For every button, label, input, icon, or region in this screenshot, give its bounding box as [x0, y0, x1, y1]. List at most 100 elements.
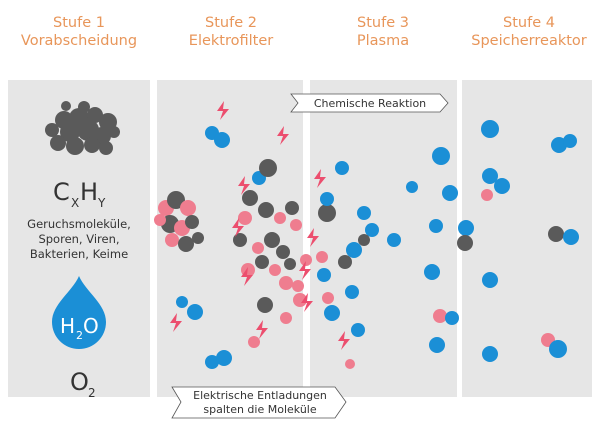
- molecule-dark: [264, 232, 280, 248]
- lightning-bolt-icon: [338, 331, 350, 350]
- lightning-bolt-icon: [301, 293, 313, 312]
- molecule-pink: [238, 211, 252, 225]
- molecule-dark: [457, 235, 473, 251]
- description-line-2: Sporen, Viren,: [38, 232, 119, 246]
- molecule-dark: [167, 191, 185, 209]
- callout-discharge-line-2: spalten die Moleküle: [203, 403, 316, 416]
- callout-electric-discharge: Elektrische Entladungen spalten die Mole…: [171, 386, 347, 419]
- molecule-pink: [269, 264, 281, 276]
- h2o-o: O: [83, 314, 99, 338]
- cxhy-y: Y: [97, 196, 106, 210]
- stage-title-4: Stufe 4 Speicherreaktor: [471, 15, 587, 49]
- lightning-bolt-icon: [314, 169, 326, 188]
- molecule-blue: [432, 147, 450, 165]
- molecule-pink: [252, 242, 264, 254]
- molecule-blue: [365, 223, 379, 237]
- lightning-bolt-icon: [241, 267, 253, 286]
- molecule-blue: [429, 219, 443, 233]
- stage-title-3-line2: Plasma: [357, 33, 409, 49]
- h2o-sub: 2: [76, 329, 83, 342]
- molecule-dark: [338, 255, 352, 269]
- stage-title-1-line2: Vorabscheidung: [21, 33, 137, 49]
- molecule-blue: [494, 178, 510, 194]
- molecule-dark: [78, 101, 90, 113]
- lightning-bolt-icon: [299, 261, 311, 280]
- molecule-blue: [549, 340, 567, 358]
- molecule-pink: [292, 280, 304, 292]
- stage-title-2-line2: Elektrofilter: [189, 33, 273, 49]
- molecule-dark: [285, 201, 299, 215]
- stage-title-1-line1: Stufe 1: [53, 15, 105, 31]
- molecule-pink: [433, 309, 447, 323]
- contaminants-description: Geruchsmoleküle, Sporen, Viren, Bakterie…: [27, 217, 131, 261]
- molecule-blue: [357, 206, 371, 220]
- molecule-pink: [345, 359, 355, 369]
- molecule-blue: [214, 132, 230, 148]
- molecule-blue: [335, 161, 349, 175]
- lightning-bolt-icon: [238, 176, 250, 195]
- cxhy-h: H: [80, 178, 98, 206]
- molecule-blue: [429, 337, 445, 353]
- molecule-dark: [108, 126, 120, 138]
- molecule-blue: [216, 350, 232, 366]
- molecule-dark: [50, 135, 66, 151]
- panel-stage-2: [157, 80, 303, 397]
- molecule-dark: [358, 234, 370, 246]
- stage-title-2: Stufe 2 Elektrofilter: [189, 15, 273, 49]
- molecule-blue: [351, 323, 365, 337]
- molecule-dark: [84, 137, 100, 153]
- description-line-3: Bakterien, Keime: [30, 247, 128, 261]
- molecule-pink: [279, 276, 293, 290]
- molecule-pink: [280, 312, 292, 324]
- molecule-dark: [259, 159, 277, 177]
- molecule-blue: [187, 304, 203, 320]
- molecule-pink: [293, 293, 307, 307]
- molecule-dark: [257, 297, 273, 313]
- h2o-h: H: [60, 314, 75, 338]
- molecule-blue: [482, 346, 498, 362]
- o2-sub: 2: [88, 386, 96, 400]
- molecule-blue: [458, 220, 474, 236]
- molecule-dark: [284, 258, 296, 270]
- molecule-blue: [445, 311, 459, 325]
- molecule-dark: [276, 245, 290, 259]
- stage-title-3: Stufe 3 Plasma: [357, 15, 409, 49]
- o2-o: O: [70, 368, 89, 396]
- molecule-dark: [87, 107, 103, 123]
- molecule-dark: [66, 137, 84, 155]
- o2-formula: O 2: [70, 368, 96, 400]
- molecule-pink: [165, 233, 179, 247]
- cxhy-x: X: [71, 196, 79, 210]
- molecule-layer: [45, 101, 579, 369]
- discharge-layer: [170, 101, 350, 350]
- lightning-bolt-icon: [170, 313, 182, 332]
- molecule-blue: [387, 233, 401, 247]
- description-line-1: Geruchsmoleküle,: [27, 217, 131, 231]
- molecule-blue: [424, 264, 440, 280]
- molecule-blue: [563, 134, 577, 148]
- molecule-blue: [482, 168, 498, 184]
- molecule-blue: [320, 192, 334, 206]
- callout-chemical-reaction-text: Chemische Reaktion: [314, 97, 426, 110]
- callout-discharge-line-1: Elektrische Entladungen: [193, 389, 327, 402]
- molecule-dark: [242, 190, 258, 206]
- molecule-pink: [248, 336, 260, 348]
- molecule-pink: [316, 251, 328, 263]
- lightning-bolt-icon: [277, 126, 289, 145]
- molecule-pink: [322, 292, 334, 304]
- molecule-pink: [274, 212, 286, 224]
- molecule-dark: [255, 255, 269, 269]
- molecule-blue: [345, 285, 359, 299]
- molecule-pink: [154, 214, 166, 226]
- molecule-dark: [61, 101, 71, 111]
- stage-title-3-line1: Stufe 3: [357, 15, 409, 31]
- stage-title-4-line2: Speicherreaktor: [471, 33, 587, 49]
- molecule-dark: [548, 226, 564, 242]
- lightning-bolt-icon: [217, 101, 229, 120]
- molecule-blue: [346, 242, 362, 258]
- molecule-blue: [406, 181, 418, 193]
- cxhy-formula: C X H Y: [53, 178, 106, 210]
- molecule-pink: [290, 219, 302, 231]
